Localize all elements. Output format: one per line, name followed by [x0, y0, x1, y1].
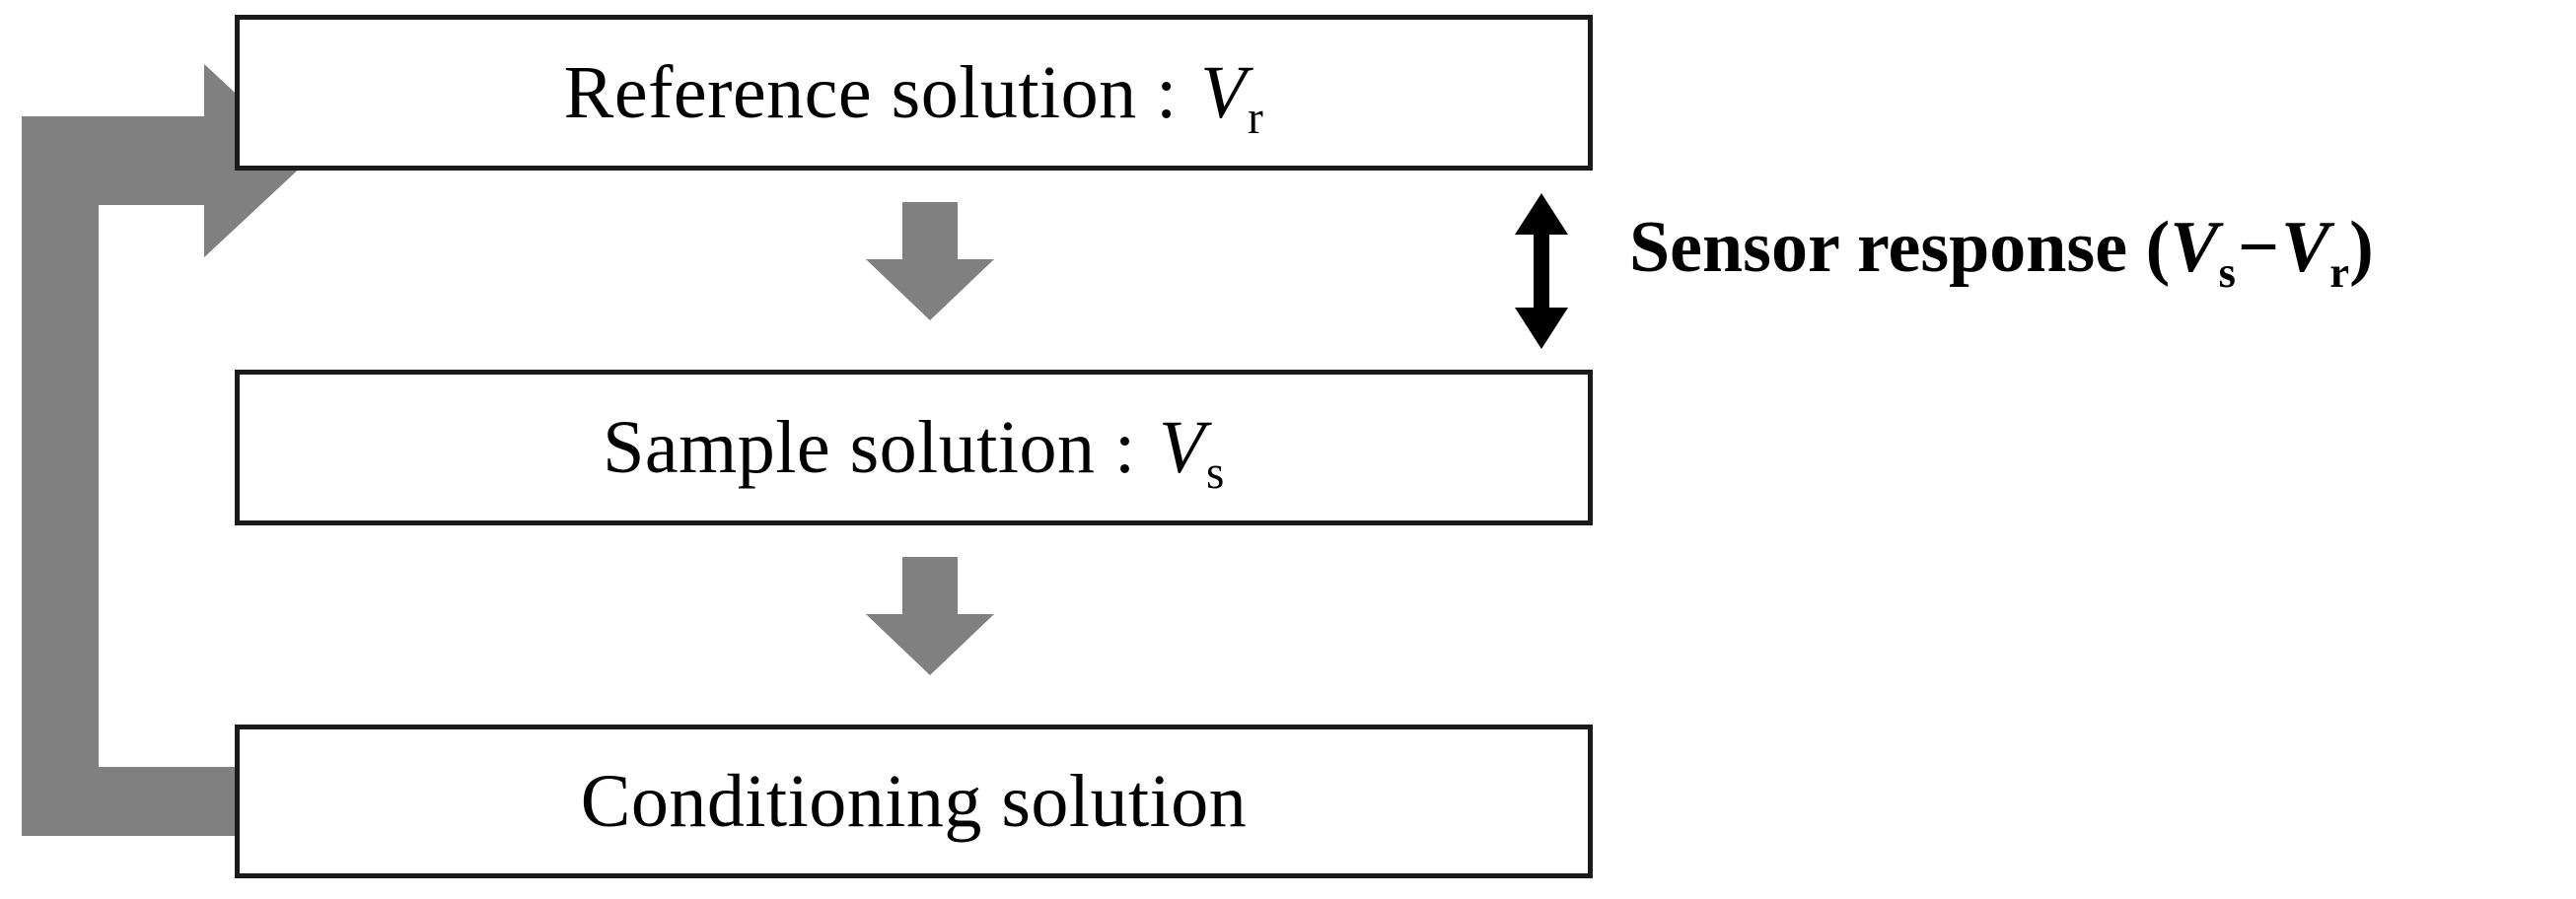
- sensor-label-prefix: Sensor response (: [1629, 207, 2171, 288]
- sensor-label-operator: −: [2237, 207, 2280, 288]
- sample-subscript: s: [1206, 448, 1225, 500]
- sensor-label-var2: V: [2281, 207, 2330, 288]
- box-conditioning-solution-label: Conditioning solution: [581, 764, 1248, 839]
- box-reference-solution-label: Reference solution : Vr: [564, 55, 1264, 142]
- sensor-response-label: Sensor response (Vs−Vr): [1629, 211, 2374, 294]
- sensor-response-double-arrow: [1513, 193, 1570, 349]
- sample-text: Sample solution :: [603, 406, 1156, 489]
- sensor-label-suffix: ): [2349, 207, 2374, 288]
- flow-arrow-down-sample-to-conditioning: [866, 557, 994, 675]
- reference-subscript: r: [1248, 93, 1264, 145]
- sensor-label-sub2: r: [2329, 246, 2350, 297]
- box-sample-solution: Sample solution : Vs: [235, 370, 1593, 525]
- box-sample-solution-label: Sample solution : Vs: [603, 410, 1225, 497]
- reference-variable: V: [1200, 51, 1248, 134]
- sensor-label-sub1: s: [2218, 246, 2236, 297]
- sample-variable: V: [1159, 406, 1206, 489]
- box-conditioning-solution: Conditioning solution: [235, 725, 1593, 878]
- conditioning-text: Conditioning solution: [580, 760, 1248, 843]
- flow-arrow-down-reference-to-sample: [866, 202, 994, 320]
- sensor-label-var1: V: [2170, 207, 2219, 288]
- box-reference-solution: Reference solution : Vr: [235, 15, 1593, 171]
- reference-text: Reference solution :: [563, 51, 1197, 134]
